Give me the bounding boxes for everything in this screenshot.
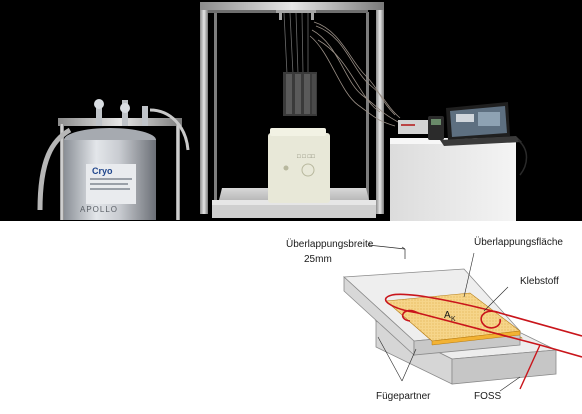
adhesive-label: Klebstoff bbox=[520, 276, 559, 287]
hanging-specimens bbox=[276, 10, 317, 116]
climate-box: □ □ □□ bbox=[268, 128, 330, 203]
overlap-width-dimension bbox=[367, 242, 406, 259]
lap-joint-diagram: A K Überlappungsbreite 25mm Überlappungs… bbox=[0, 221, 582, 409]
cable-to-cabinet bbox=[517, 139, 528, 176]
measurement-cabinet bbox=[390, 116, 516, 221]
svg-text:A: A bbox=[444, 310, 451, 321]
lab-setup-illustration: □ □ □□ Cryo APOLLO bbox=[37, 2, 528, 221]
dewar-brand-label: Cryo bbox=[92, 166, 113, 176]
laptop bbox=[440, 102, 522, 146]
foss-label: FOSS bbox=[474, 391, 502, 402]
svg-text:K: K bbox=[451, 316, 456, 323]
overlap-width-label: Überlappungsbreite bbox=[286, 238, 374, 250]
dewar-model-label: APOLLO bbox=[80, 205, 118, 214]
lap-joint-schematic: A K Überlappungsbreite 25mm Überlappungs… bbox=[286, 236, 582, 402]
overlap-area-label: Überlappungsfläche bbox=[474, 236, 563, 248]
svg-text:□ □ □□: □ □ □□ bbox=[297, 154, 315, 160]
lab-setup-photo: □ □ □□ Cryo APOLLO bbox=[0, 0, 582, 221]
fiber-cables bbox=[309, 21, 401, 127]
area-symbol: A K bbox=[444, 310, 456, 323]
overlap-width-value: 25mm bbox=[304, 254, 332, 265]
dewar-tank: Cryo APOLLO bbox=[37, 99, 190, 220]
joining-partner-label: Fügepartner bbox=[376, 391, 431, 402]
fiber-optic-loops bbox=[384, 293, 582, 390]
